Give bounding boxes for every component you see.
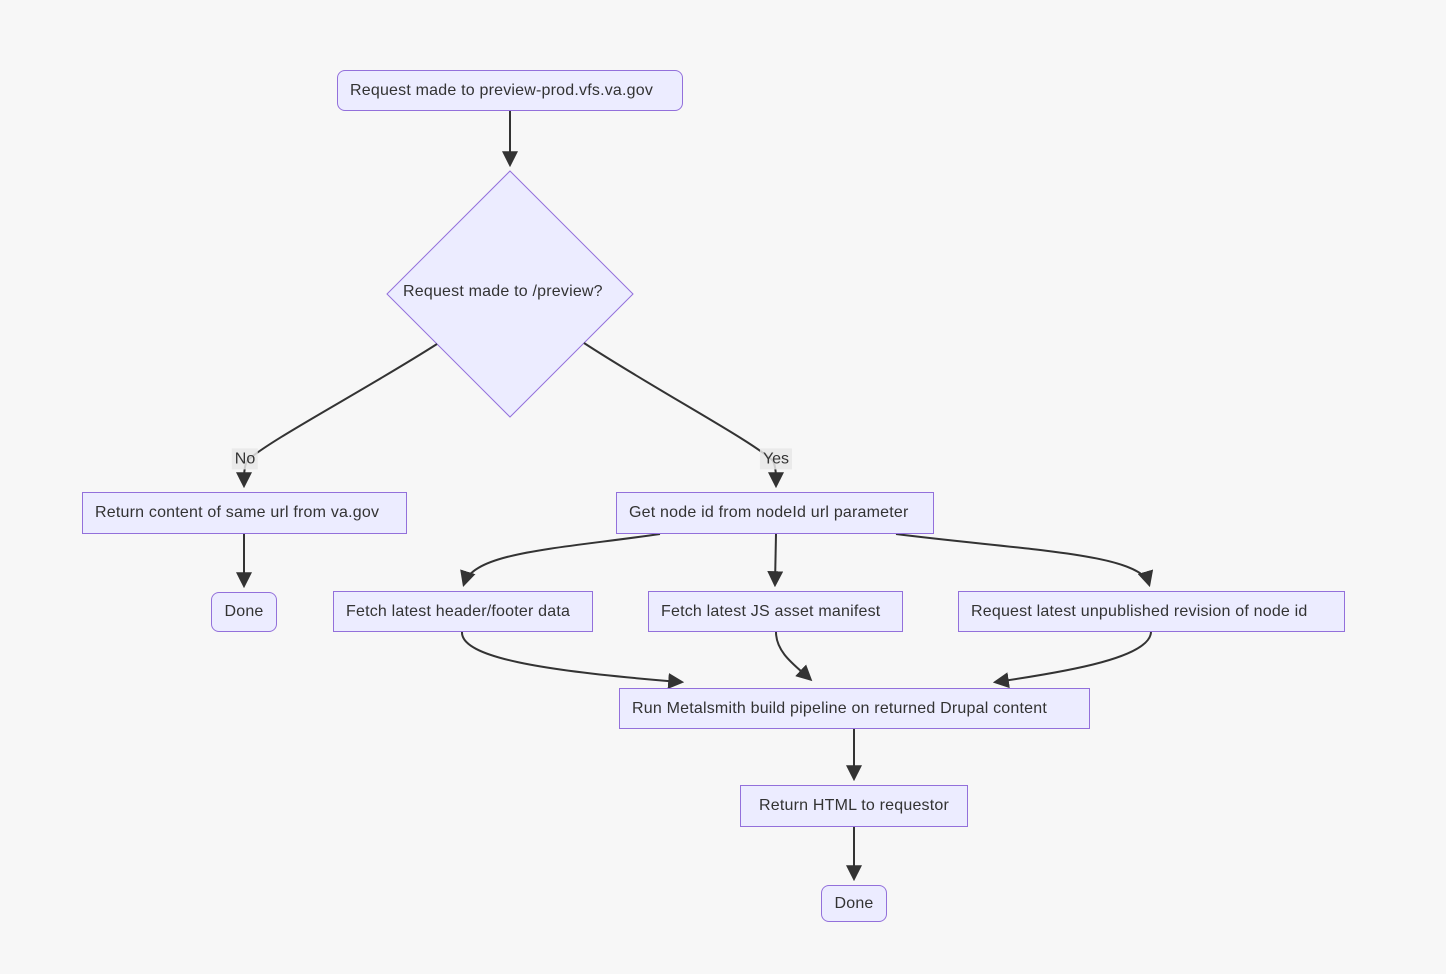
node-run-metalsmith: Run Metalsmith build pipeline on returne… [619,688,1090,729]
edge-get-node-to-request-revision [895,533,1154,588]
decision-diamond-shape [386,170,634,418]
node-fetch-js: Fetch latest JS asset manifest [648,591,903,632]
edge-request-revision-to-run [992,631,1152,689]
node-fetch-header: Fetch latest header/footer data [333,591,593,632]
node-get-node: Get node id from nodeId url parameter [616,492,934,534]
node-request: Request made to preview-prod.vfs.va.gov [337,70,683,111]
edge-decision-to-get-node [583,342,784,489]
node-decision-label: Request made to /preview? [403,283,603,300]
edge-label-yes: Yes [759,448,793,470]
edge-fetch-header-to-run [460,631,685,689]
edge-get-node-to-fetch-header [460,533,661,588]
node-done-bottom: Done [821,885,887,922]
edge-fetch-js-to-run [775,631,813,682]
node-return-content: Return content of same url from va.gov [82,492,407,534]
edge-decision-to-return-content [236,343,438,489]
edge-get-node-to-fetch-js [767,533,784,588]
node-done-left: Done [211,592,277,632]
node-return-html: Return HTML to requestor [740,785,968,827]
edge-label-no: No [231,448,259,470]
node-request-revision: Request latest unpublished revision of n… [958,591,1345,632]
